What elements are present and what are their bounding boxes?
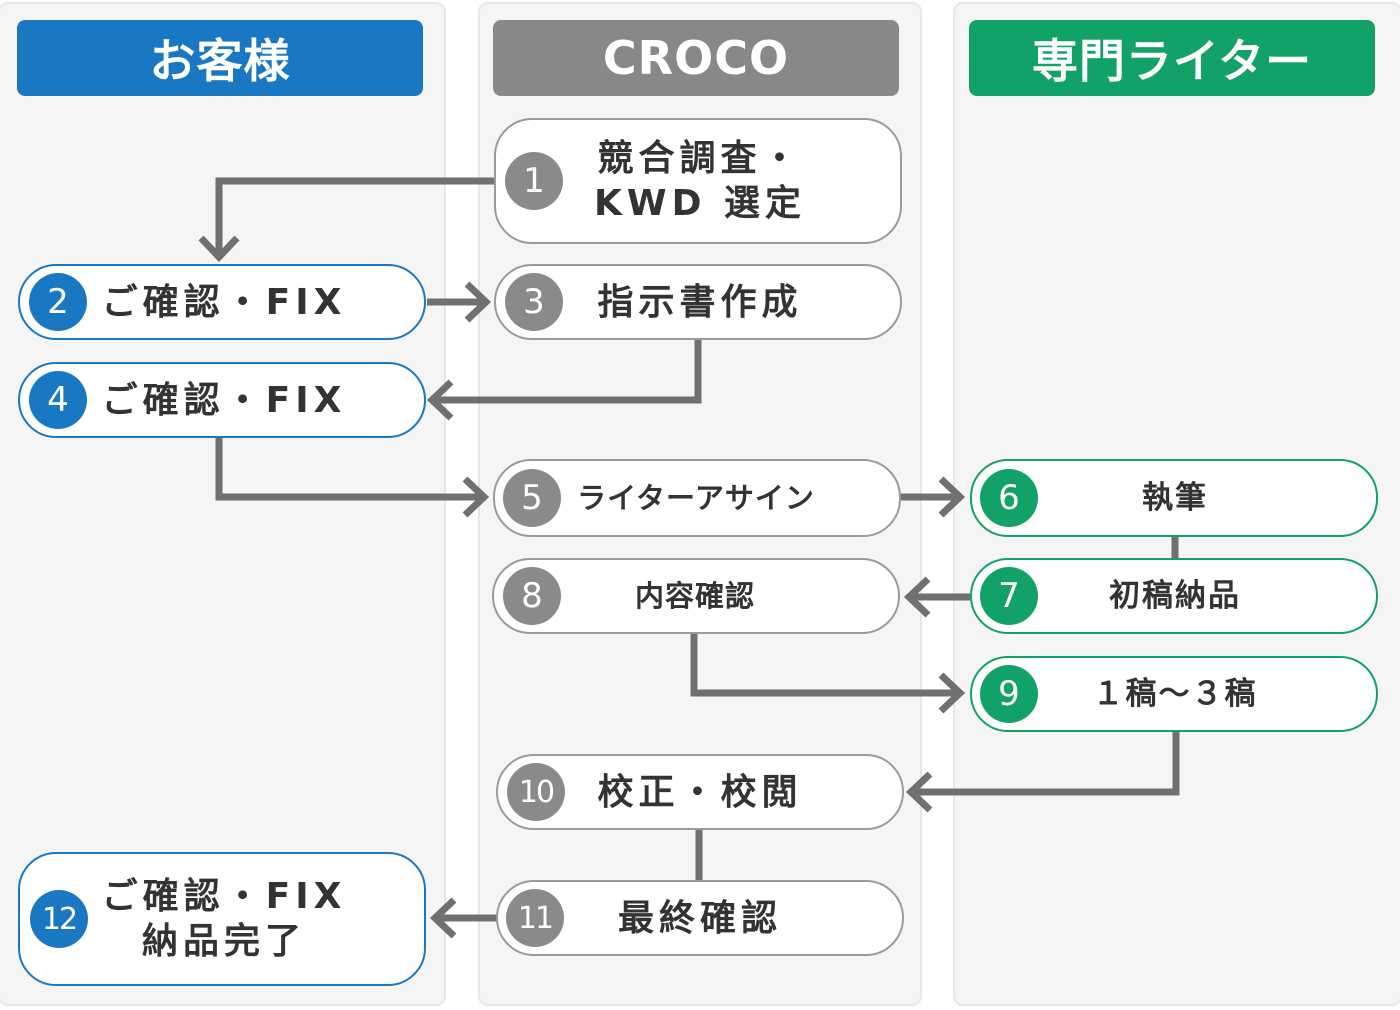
- step-6-label: 執筆: [1142, 479, 1208, 516]
- connector-3-to-4: [434, 340, 702, 404]
- arrowhead-3-to-4: [426, 379, 454, 421]
- step-12-badge: 12: [30, 890, 88, 948]
- step-7-label: 初稿納品: [1109, 577, 1241, 614]
- step-2-label: ご確認・FIX: [101, 281, 347, 323]
- step-12-label-line-2: 納品完了: [141, 921, 306, 962]
- step-7-badge: 7: [980, 567, 1038, 625]
- step-4-label: ご確認・FIX: [101, 379, 347, 421]
- step-9-node: [970, 656, 1378, 732]
- step-3-badge: 3: [505, 273, 563, 331]
- step-1-label-line-2: KWD 選定: [593, 183, 807, 224]
- step-3-label: 指示書作成: [597, 281, 803, 323]
- arrowhead-7-to-8: [903, 576, 931, 618]
- arrowhead-9-to-10: [905, 771, 933, 813]
- step-1-label: 競合調査・ KWD 選定: [570, 120, 830, 242]
- step-8-label: 内容確認: [634, 578, 755, 613]
- step-10-label: 校正・校閲: [597, 771, 803, 813]
- step-12-label-line-1: ご確認・FIX: [101, 876, 347, 917]
- step-5-badge: 5: [503, 469, 561, 527]
- step-9-label: １稿～３稿: [1092, 675, 1258, 712]
- step-11-badge: 11: [506, 889, 564, 947]
- arrowhead-2-to-3: [464, 281, 492, 323]
- lane-header-croco: CROCO: [493, 20, 899, 96]
- step-11-label: 最終確認: [617, 897, 782, 939]
- step-6-node: [970, 459, 1378, 537]
- lane-header-customer: お客様: [17, 20, 423, 96]
- step-8-badge: 8: [503, 567, 561, 625]
- step-1-badge: 1: [505, 152, 563, 210]
- step-6-badge: 6: [980, 469, 1038, 527]
- connector-4-to-5: [215, 438, 482, 501]
- step-11-node: [496, 880, 904, 956]
- step-9-badge: 9: [980, 665, 1038, 723]
- arrowhead-11-to-12: [429, 897, 457, 939]
- step-2-badge: 2: [29, 273, 87, 331]
- step-12-label: ご確認・FIX 納品完了: [96, 856, 352, 982]
- lane-header-writer: 専門ライター: [969, 20, 1375, 96]
- step-5-node: [493, 459, 901, 537]
- connector-8-to-9: [690, 634, 958, 697]
- step-4-badge: 4: [29, 371, 87, 429]
- arrowhead-5-to-6: [938, 476, 966, 518]
- connector-9-to-10: [913, 732, 1180, 796]
- arrowhead-4-to-5: [462, 476, 490, 518]
- connector-1-to-2: [215, 177, 496, 254]
- step-7-node: [970, 558, 1378, 634]
- arrowhead-1-to-2: [198, 235, 240, 263]
- arrowhead-8-to-9: [938, 672, 966, 714]
- step-1-label-line-1: 競合調査・: [597, 138, 803, 179]
- lane-customer: [0, 2, 446, 1006]
- step-10-badge: 10: [507, 763, 565, 821]
- step-5-label: ライターアサイン: [577, 480, 815, 515]
